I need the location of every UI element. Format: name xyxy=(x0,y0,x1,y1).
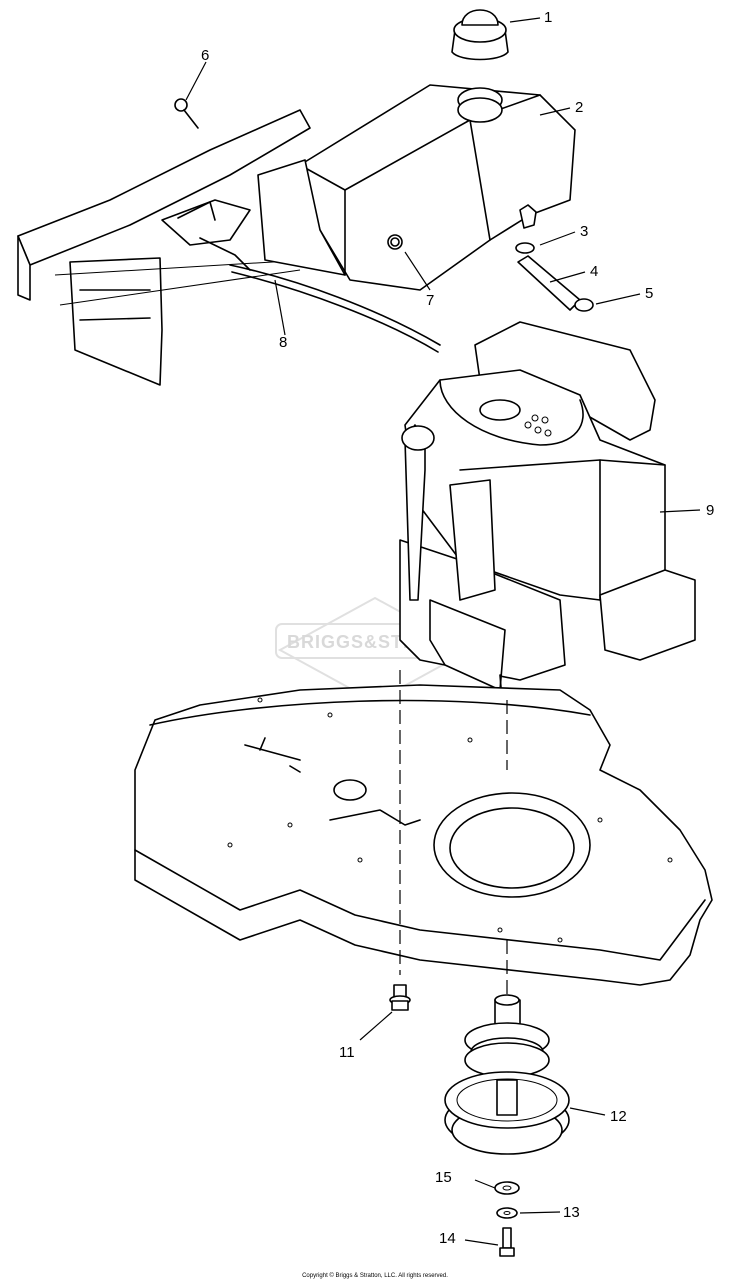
part-12-pulley xyxy=(444,994,570,1155)
alignment-lines xyxy=(399,670,508,1000)
callout-6: 6 xyxy=(201,47,209,64)
callout-12: 12 xyxy=(610,1108,627,1125)
callout-labels: 1 2 3 4 5 6 7 8 9 11 12 13 14 15 xyxy=(201,9,714,1247)
part-8-panel-assembly xyxy=(17,109,441,386)
part-9-engine xyxy=(399,321,696,701)
callout-13: 13 xyxy=(563,1204,580,1221)
callout-11: 11 xyxy=(339,1044,355,1061)
callout-2: 2 xyxy=(575,99,583,116)
callout-14: 14 xyxy=(439,1230,456,1247)
part-11-bolt xyxy=(389,984,411,1011)
callout-1: 1 xyxy=(544,9,552,26)
callout-4: 4 xyxy=(590,263,598,280)
part-1-fuel-cap xyxy=(451,9,509,61)
copyright-notice: Copyright © Briggs & Stratton, LLC. All … xyxy=(302,1273,448,1279)
leader-lines xyxy=(185,17,701,1246)
mower-deck xyxy=(134,684,713,986)
part-7-grommet xyxy=(390,237,400,247)
callout-15: 15 xyxy=(435,1169,452,1186)
part-6-screw xyxy=(174,98,199,129)
callout-8: 8 xyxy=(279,334,287,351)
callout-3: 3 xyxy=(580,223,588,240)
parts-13-14-15-hardware xyxy=(494,1181,520,1257)
parts-3-4-5-fuel-line xyxy=(515,242,594,312)
callout-5: 5 xyxy=(645,285,653,302)
callout-9: 9 xyxy=(706,502,714,519)
callout-7: 7 xyxy=(426,292,434,309)
part-2-fuel-tank xyxy=(257,84,576,291)
